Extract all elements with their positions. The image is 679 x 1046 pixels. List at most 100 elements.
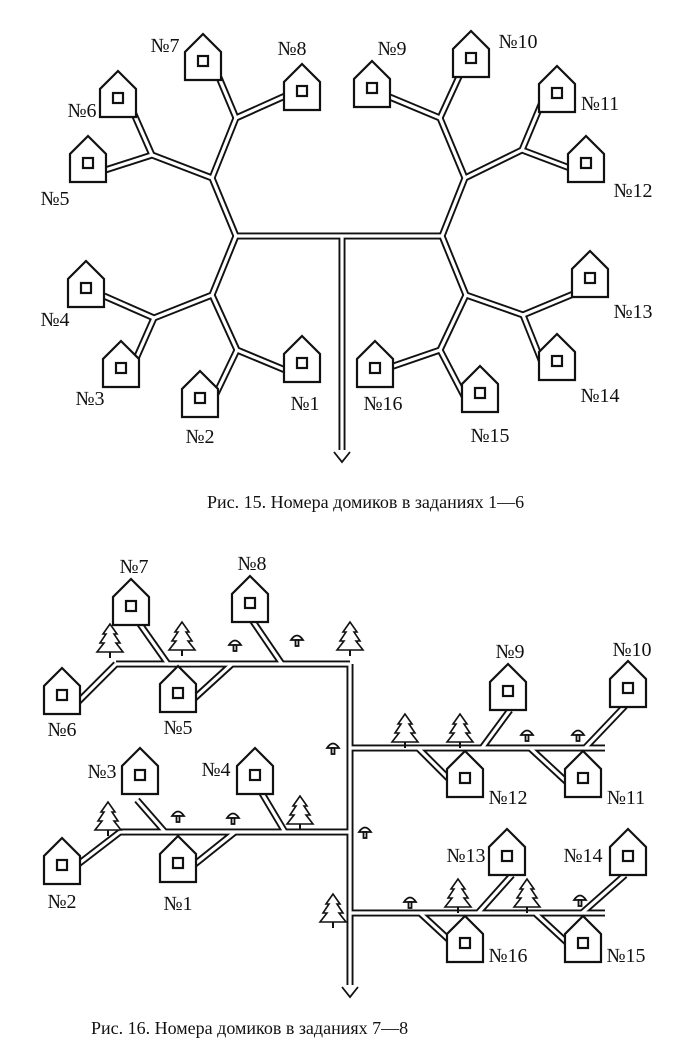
road-inner bbox=[103, 235, 238, 320]
mushroom-icon bbox=[357, 826, 373, 839]
house-icon bbox=[120, 746, 160, 796]
house-window bbox=[55, 858, 69, 872]
fig16-house-label: №6 bbox=[47, 719, 76, 741]
road-inner bbox=[135, 798, 167, 834]
tree-crown bbox=[167, 620, 197, 651]
mushroom-stem bbox=[232, 644, 238, 652]
house-icon bbox=[488, 662, 528, 712]
house-window bbox=[171, 686, 185, 700]
fig16-house-label: №10 bbox=[612, 639, 651, 661]
road-inner bbox=[95, 153, 238, 237]
fig16-house-label: №4 bbox=[201, 759, 230, 781]
house-icon bbox=[68, 134, 108, 184]
house-icon bbox=[230, 574, 270, 624]
fig15-road bbox=[380, 293, 470, 374]
house-window bbox=[501, 684, 515, 698]
house-icon bbox=[235, 746, 275, 796]
house-window bbox=[133, 768, 147, 782]
house-icon bbox=[566, 134, 606, 184]
house-window bbox=[248, 768, 262, 782]
house-window bbox=[500, 849, 514, 863]
mushroom-stem bbox=[175, 815, 181, 823]
house-icon bbox=[101, 339, 141, 389]
road-inner bbox=[440, 148, 576, 237]
house-icon bbox=[451, 29, 491, 79]
mushroom-icon bbox=[519, 729, 535, 742]
fir-tree-icon bbox=[335, 620, 365, 656]
tree-crown bbox=[95, 622, 125, 653]
arrow-down-icon bbox=[341, 986, 359, 999]
road-inner bbox=[580, 873, 627, 915]
mushroom-icon bbox=[325, 742, 341, 755]
house-window bbox=[79, 281, 93, 295]
fig16-caption: Рис. 16. Номера домиков в заданиях 7—8 bbox=[91, 1018, 408, 1038]
mushroom-cap bbox=[402, 896, 418, 903]
fir-tree-icon bbox=[93, 800, 123, 836]
road-inner bbox=[440, 235, 584, 317]
fig15-caption: Рис. 15. Номера домиков в заданиях 1—6 bbox=[207, 492, 524, 512]
house-window bbox=[464, 51, 478, 65]
fir-tree-icon bbox=[167, 620, 197, 656]
mushroom-stem bbox=[330, 747, 336, 755]
house-icon bbox=[352, 59, 392, 109]
mushroom-icon bbox=[170, 810, 186, 823]
fig16-house-label: №16 bbox=[488, 945, 527, 967]
fig15-house-label: №14 bbox=[580, 385, 619, 407]
house-window bbox=[124, 599, 138, 613]
fir-tree-icon bbox=[318, 892, 348, 928]
house-window bbox=[550, 86, 564, 100]
mushroom-icon bbox=[227, 639, 243, 652]
house-window bbox=[114, 361, 128, 375]
mushroom-cap bbox=[289, 634, 305, 641]
house-icon bbox=[563, 914, 603, 964]
mushroom-stem bbox=[407, 901, 413, 909]
fig15-house-label: №16 bbox=[363, 393, 402, 415]
tree-crown bbox=[445, 712, 475, 743]
fig15-road bbox=[378, 89, 469, 180]
fir-tree-icon bbox=[390, 712, 420, 748]
fig16-house-label: №12 bbox=[488, 787, 527, 809]
house-window bbox=[295, 84, 309, 98]
house-window bbox=[193, 391, 207, 405]
mushroom-icon bbox=[402, 896, 418, 909]
house-window bbox=[473, 386, 487, 400]
house-window bbox=[579, 156, 593, 170]
house-icon bbox=[487, 827, 527, 877]
mushroom-cap bbox=[357, 826, 373, 833]
house-icon bbox=[608, 659, 648, 709]
fig16-house-label: №8 bbox=[237, 553, 266, 575]
fig16-house-label: №7 bbox=[119, 556, 148, 578]
house-icon bbox=[460, 364, 500, 414]
mushroom-cap bbox=[570, 729, 586, 736]
road-inner bbox=[438, 349, 467, 399]
mushroom-stem bbox=[294, 639, 300, 647]
fir-tree-icon bbox=[285, 794, 315, 830]
fig15-house-label: №7 bbox=[150, 35, 179, 57]
road-inner bbox=[135, 619, 170, 665]
fig15-house-label: №2 bbox=[185, 426, 214, 448]
fig15-road bbox=[208, 88, 296, 180]
fig16-house-label: №3 bbox=[87, 761, 116, 783]
tree-crown bbox=[285, 794, 315, 825]
house-icon bbox=[42, 836, 82, 886]
road-inner bbox=[258, 789, 287, 833]
mushroom-cap bbox=[572, 894, 588, 901]
fig15-house-label: №9 bbox=[377, 38, 406, 60]
house-window bbox=[196, 54, 210, 68]
house-window bbox=[368, 361, 382, 375]
mushroom-cap bbox=[225, 812, 241, 819]
house-icon bbox=[537, 332, 577, 382]
fig15-house-label: №10 bbox=[498, 31, 537, 53]
fig16-house-label: №13 bbox=[446, 845, 485, 867]
mushroom-cap bbox=[227, 639, 243, 646]
fir-tree-icon bbox=[512, 877, 542, 913]
house-window bbox=[111, 91, 125, 105]
fig15-house-label: №4 bbox=[40, 309, 69, 331]
fig15-house-label: №11 bbox=[581, 93, 619, 115]
mushroom-stem bbox=[362, 831, 368, 839]
house-window bbox=[243, 596, 257, 610]
mushroom-cap bbox=[519, 729, 535, 736]
mushroom-stem bbox=[230, 817, 236, 825]
